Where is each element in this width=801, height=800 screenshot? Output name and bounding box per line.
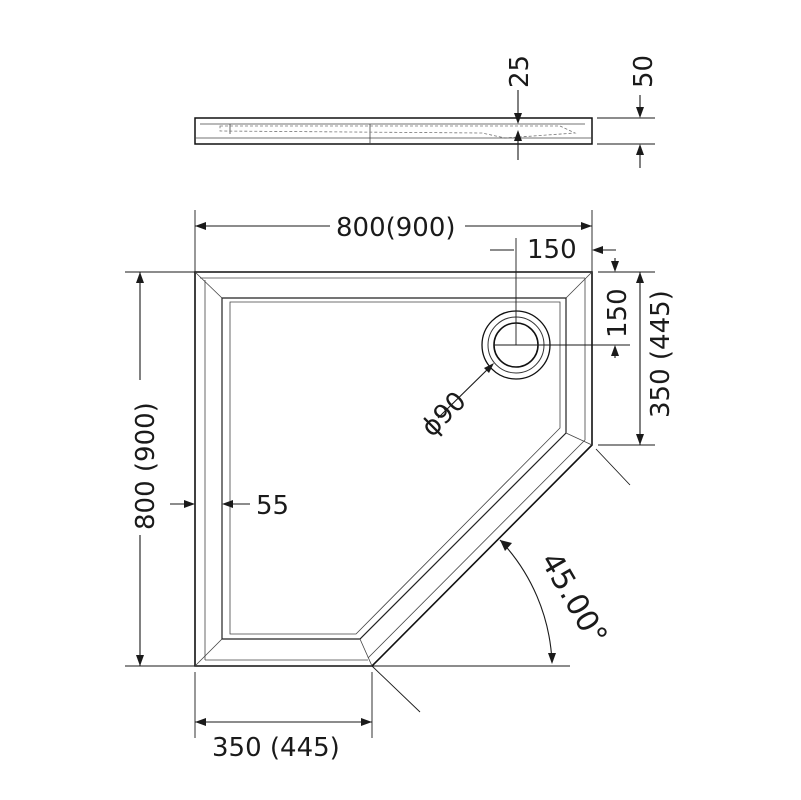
dim-drain-offset-y: 150 (603, 288, 633, 338)
side-view: 25 50 (194, 55, 659, 168)
dim-rim-width: 55 (256, 491, 289, 521)
dim-depth-25: 25 (505, 55, 535, 88)
dim-height-50: 50 (629, 55, 659, 88)
top-view (194, 271, 593, 667)
dim-bottom-length: 350 (445) (212, 733, 340, 763)
dim-angle: 45.00° (533, 547, 614, 652)
tray-basin (221, 297, 567, 640)
dim-width-top: 800(900) (336, 213, 456, 243)
dim-left-height: 800 (900) (131, 402, 161, 530)
dim-right-side: 350 (445) (646, 290, 676, 418)
dim-drain-offset-x: 150 (527, 235, 577, 265)
